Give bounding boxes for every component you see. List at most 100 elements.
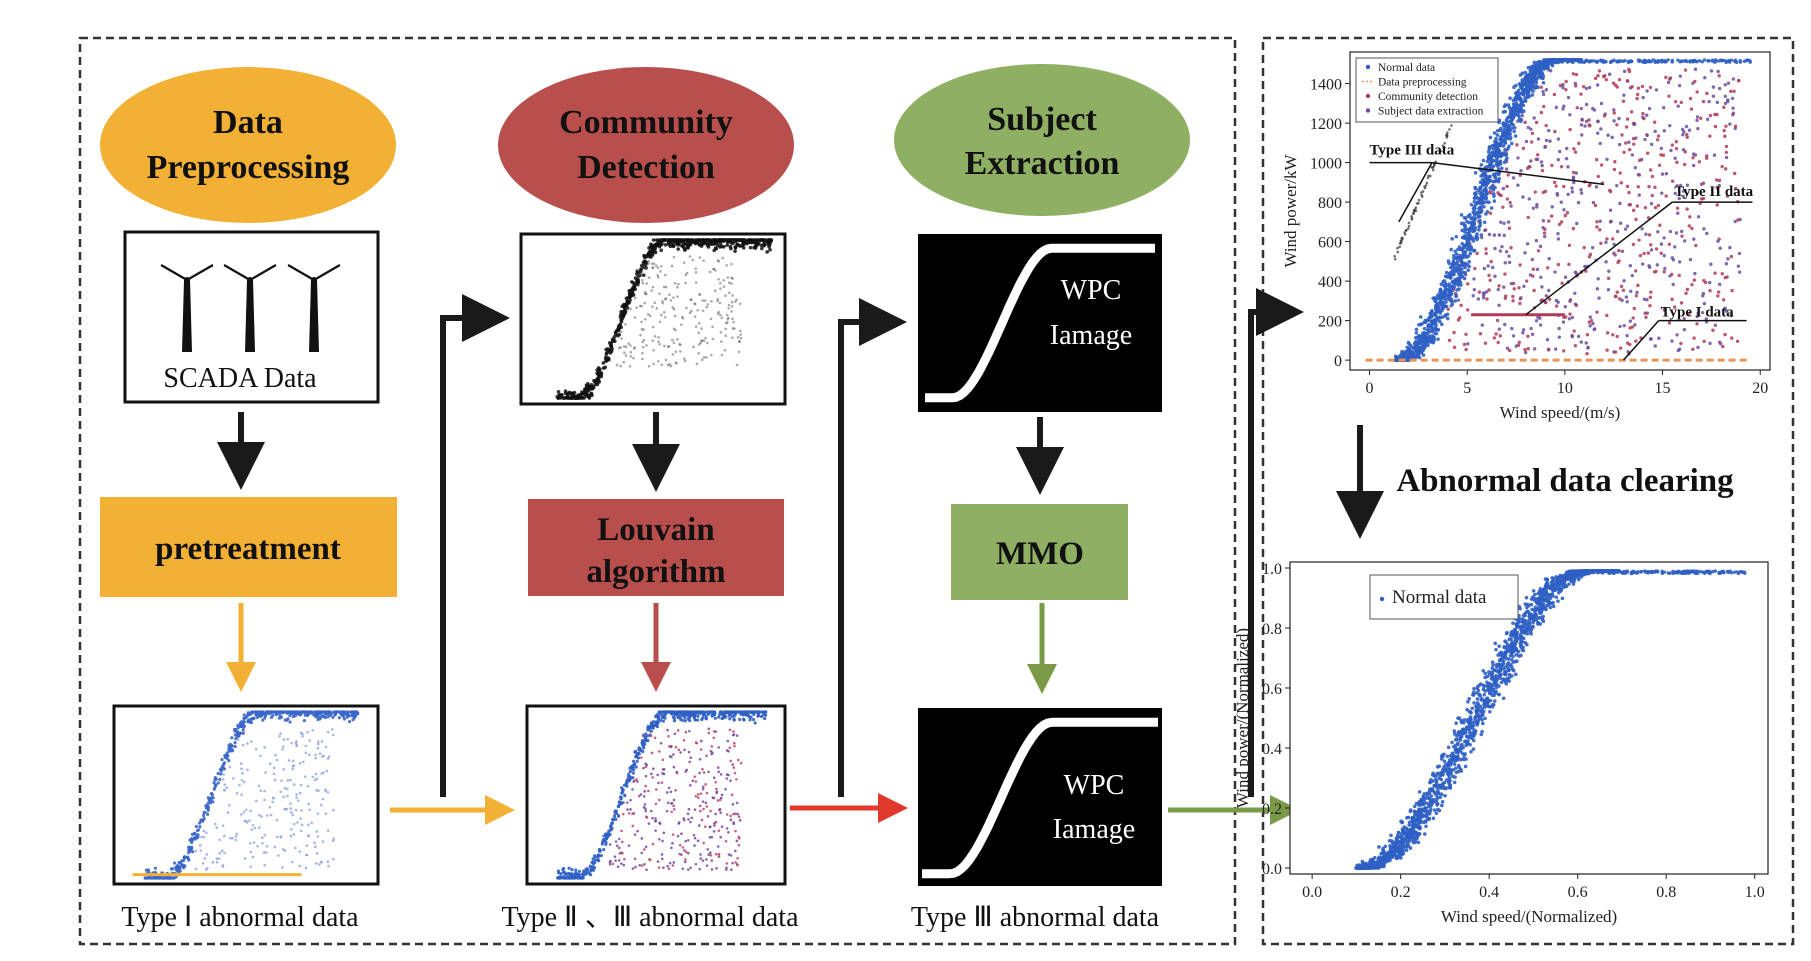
abnormal-point (716, 799, 720, 802)
stage-title-line1: Community (559, 104, 733, 141)
normal-point (1499, 126, 1503, 131)
abnormal-point (710, 868, 714, 871)
density-point (606, 356, 610, 361)
abnormal-point (1524, 139, 1529, 144)
abnormal-point (1648, 304, 1652, 308)
normal-point (1423, 331, 1427, 336)
normal-point (1448, 271, 1453, 275)
abnormal-point (725, 749, 729, 752)
abnormal-point (1558, 149, 1562, 154)
normal-point (659, 718, 663, 722)
normal-point (748, 710, 752, 714)
normal-point (1482, 204, 1486, 209)
abnormal-point (684, 839, 688, 843)
abnormal-point (1674, 146, 1679, 151)
abnormal-point (643, 862, 646, 866)
abnormal-point (1736, 264, 1741, 268)
normal-point (1444, 270, 1449, 275)
density-point (700, 327, 703, 330)
abnormal-point (1547, 219, 1551, 223)
type3-point (1443, 141, 1447, 145)
normal-point (1503, 103, 1508, 107)
abnormal-point (294, 846, 297, 850)
abnormal-point (713, 821, 716, 825)
abnormal-point (1635, 290, 1639, 295)
abnormal-point (701, 800, 705, 803)
normal-point (320, 710, 324, 714)
normal-point (337, 716, 341, 720)
normal-point (1466, 254, 1471, 258)
abnormal-point (327, 864, 330, 868)
abnormal-point (1606, 288, 1611, 292)
abnormal-point (688, 760, 691, 764)
abnormal-point (1643, 137, 1647, 142)
abnormal-point (290, 741, 293, 745)
abnormal-point (289, 807, 293, 810)
normal-point (664, 710, 668, 714)
abnormal-point (1604, 240, 1608, 245)
density-point (657, 336, 660, 339)
abnormal-point (281, 745, 285, 748)
normal-point (168, 876, 172, 880)
abnormal-point (650, 751, 654, 755)
abnormal-point (318, 863, 321, 866)
abnormal-point (1653, 344, 1657, 348)
normal-point (683, 719, 687, 723)
scada-data-caption: SCADA Data (163, 363, 317, 394)
abnormal-point (1573, 291, 1577, 295)
abnormal-point (693, 775, 697, 778)
normal-point (1463, 261, 1468, 266)
abnormal-point (299, 829, 303, 833)
abnormal-point (670, 755, 673, 759)
abnormal-point (1543, 234, 1547, 239)
normal-point (563, 871, 567, 875)
normal-point (1488, 156, 1493, 161)
abnormal-point (1579, 188, 1583, 192)
abnormal-point (1642, 297, 1647, 301)
normal-point (741, 717, 746, 721)
abnormal-point (305, 844, 309, 847)
abnormal-point (687, 818, 690, 821)
density-point (765, 240, 770, 244)
normal-point (1517, 103, 1522, 108)
normal-point (1460, 247, 1464, 251)
abnormal-point (215, 826, 219, 830)
normal-point (1525, 91, 1530, 96)
abnormal-point (1636, 86, 1641, 90)
abnormal-point (1612, 167, 1617, 172)
density-point (767, 245, 771, 249)
density-point (669, 364, 673, 368)
density-point (728, 244, 733, 249)
density-point (652, 362, 655, 366)
density-point (736, 335, 740, 339)
abnormal-point (1497, 327, 1501, 331)
normal-point (1430, 326, 1434, 330)
abnormal-point (1523, 350, 1528, 355)
abnormal-point (206, 867, 209, 870)
density-point (730, 262, 733, 266)
normal-point (711, 710, 715, 714)
density-image (555, 238, 774, 400)
abnormal-point (1595, 225, 1599, 229)
normal-point (712, 713, 717, 717)
normal-point (626, 772, 631, 777)
normal-point (749, 715, 753, 719)
abnormal-point (688, 729, 691, 733)
density-point (741, 246, 746, 250)
density-point (667, 345, 671, 348)
density-point (628, 365, 632, 368)
abnormal-point (661, 758, 665, 762)
type3-point (1426, 176, 1430, 180)
abnormal-point (720, 793, 724, 797)
density-point (698, 293, 701, 296)
abnormal-point (1624, 125, 1629, 129)
abnormal-point (1716, 69, 1720, 74)
abnormal-point (1625, 117, 1630, 121)
density-point (705, 243, 710, 247)
density-point (672, 296, 675, 299)
abnormal-point (1649, 142, 1654, 147)
abnormal-point (717, 855, 721, 858)
normal-point (1443, 314, 1447, 318)
abnormal-point (1604, 260, 1608, 264)
density-point (601, 361, 606, 365)
